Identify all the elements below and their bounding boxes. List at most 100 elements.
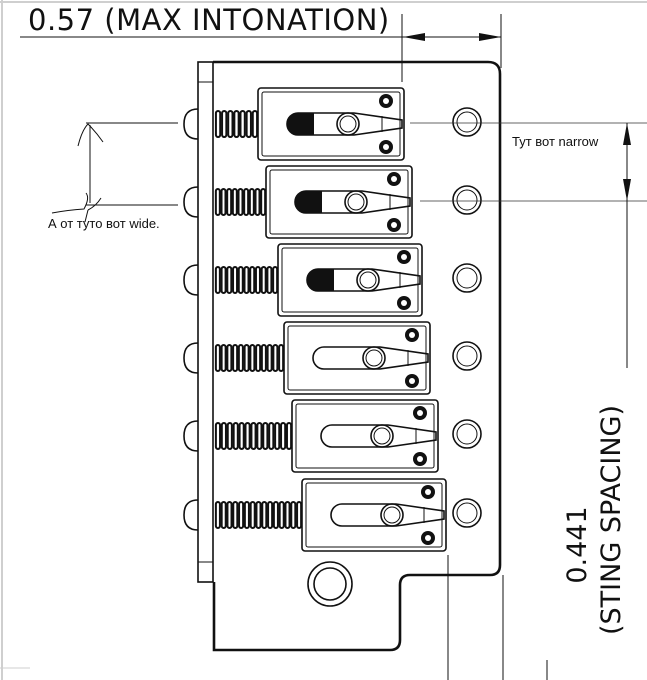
spring-coil (237, 344, 244, 372)
spring-coil (226, 266, 233, 294)
intonation-spring (214, 188, 267, 216)
spring-coil (243, 344, 250, 372)
spring-coil (249, 344, 256, 372)
height-screw-socket (425, 489, 431, 495)
spring-coil (214, 422, 222, 450)
spring-coil (214, 501, 221, 529)
string-hole-inner (456, 189, 478, 211)
spring-coil (243, 266, 250, 294)
spring-coil (237, 266, 244, 294)
spring-coil (221, 110, 228, 138)
spring-coil (274, 422, 281, 450)
plate-flange (197, 61, 214, 583)
spring-coil (238, 501, 245, 529)
string-hole-inner (456, 267, 478, 289)
saddle-inner-edge (305, 482, 443, 548)
spring-coil (233, 110, 240, 138)
spring-coil (254, 266, 261, 294)
saddle-inner-edge (261, 91, 401, 157)
height-screw-socket (417, 456, 423, 462)
spring-coil (226, 501, 233, 529)
string-spacing-label: (STING SPACING) (596, 405, 627, 635)
roller-outer (380, 503, 404, 527)
saddle-1 (183, 87, 405, 161)
spring-coil (214, 266, 221, 294)
mounting-hole-inner (313, 567, 347, 601)
spring-coil (214, 344, 221, 372)
annotation-narrow: Тут вот narrow (512, 134, 599, 149)
spring-coil (255, 344, 262, 372)
saddle-body (277, 243, 423, 317)
string-hole-inner (456, 502, 478, 524)
slot-shadow (295, 191, 322, 213)
string-hole-outer (452, 185, 482, 215)
roller-outer (356, 268, 380, 292)
spring-coil (220, 422, 227, 450)
intonation-screw-head (183, 186, 199, 218)
spring-coil (214, 110, 222, 138)
base-plate (197, 60, 502, 652)
spring-coil (232, 266, 239, 294)
spring-coil (220, 344, 227, 372)
string-hole-inner (456, 423, 478, 445)
spring-coil (249, 501, 256, 529)
spring-coil (244, 422, 251, 450)
saddle-3 (183, 243, 423, 317)
spring-coil (272, 266, 279, 294)
spring-coil (243, 501, 250, 529)
spring-coil (280, 422, 287, 450)
arrowhead-left (403, 33, 425, 41)
spring-coil (248, 188, 255, 216)
height-screw-socket (391, 176, 397, 182)
spring-coil (226, 344, 233, 372)
saddle-6 (183, 478, 447, 552)
spring-coil (278, 344, 285, 372)
roller-outer (362, 346, 386, 370)
spring-coil (285, 422, 293, 450)
saddle-inner-edge (287, 325, 427, 391)
saddle-inner-edge (295, 403, 435, 469)
string-hole-outer (452, 107, 482, 137)
roller-inner (347, 193, 365, 211)
intonation-screw-head (183, 264, 199, 296)
spring-coil (255, 501, 262, 529)
spring-coil (261, 501, 268, 529)
intonation-spring (214, 266, 279, 294)
roller-outer (336, 112, 360, 136)
string-slot (330, 503, 445, 527)
saddle-body (257, 87, 405, 161)
spring-coil (243, 188, 250, 216)
height-screw-socket (409, 378, 415, 384)
string-spacing-dimension-lines (410, 122, 647, 680)
roller-outer (370, 424, 394, 448)
spring-coil (232, 422, 239, 450)
saddle-2 (183, 165, 413, 239)
height-screw-socket (383, 98, 389, 104)
spring-coil (278, 501, 285, 529)
spring-coil (260, 188, 267, 216)
string-hole-inner (456, 345, 478, 367)
spring-coil (272, 501, 279, 529)
spring-coil (267, 501, 274, 529)
saddle-4 (183, 321, 431, 395)
spring-coil (256, 422, 263, 450)
intonation-spring (214, 422, 293, 450)
annotation-wide: А от туто вот wide. (48, 216, 160, 231)
saddle-body (265, 165, 413, 239)
spring-coil (284, 501, 291, 529)
annotation-wide-arrow (51, 122, 178, 223)
string-slot (320, 424, 437, 448)
string-hole-outer (452, 419, 482, 449)
spring-coil (220, 188, 227, 216)
spring-coil (226, 188, 233, 216)
spring-coil (260, 266, 267, 294)
saddle-body (291, 399, 439, 473)
height-screw-socket (401, 300, 407, 306)
height-screw-socket (391, 222, 397, 228)
roller-inner (339, 115, 357, 133)
height-screw-socket (383, 144, 389, 150)
saddle-inner-edge (269, 169, 409, 235)
saddle-body (301, 478, 447, 552)
